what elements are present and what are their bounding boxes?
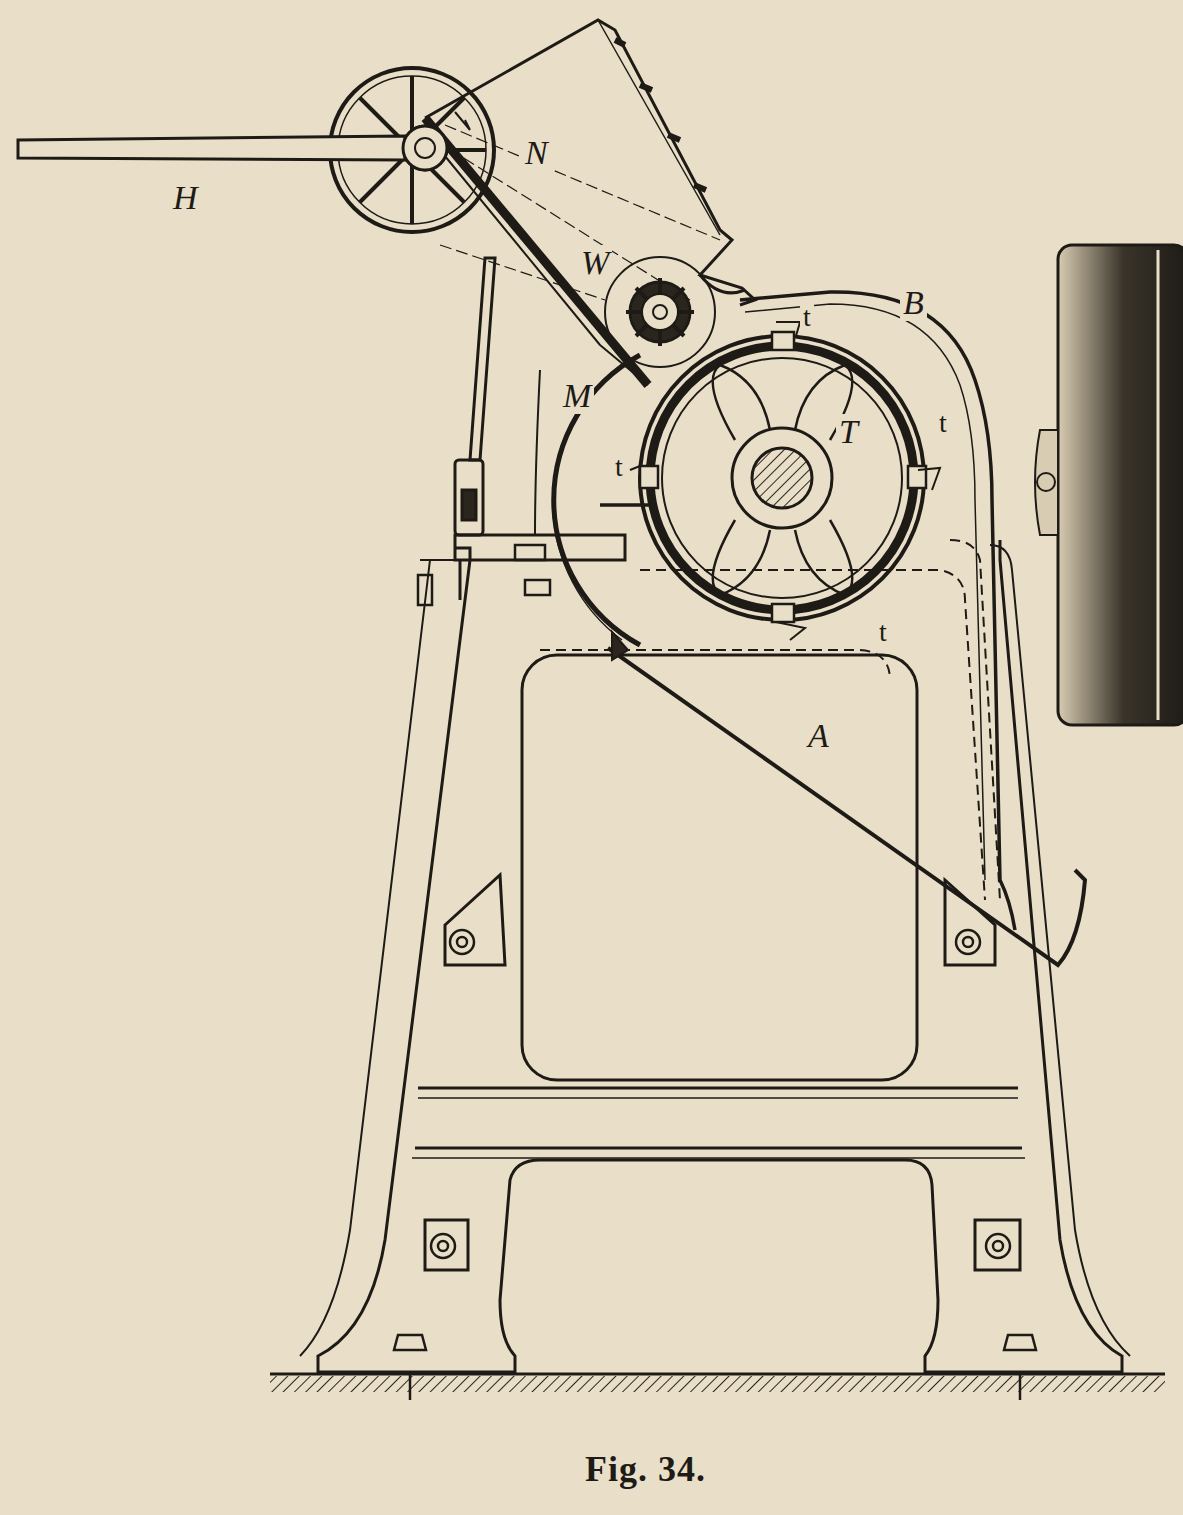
drawing-part (435, 140, 690, 300)
drawing-part (535, 370, 540, 535)
drawing-part (772, 332, 794, 350)
drawing-part (1019, 1372, 1022, 1400)
part-label: t (936, 408, 950, 438)
drawing-part (986, 1234, 1010, 1258)
drawing-part (455, 535, 625, 560)
drawing-part (713, 365, 853, 595)
drawing-part (1058, 245, 1183, 725)
drive-pulley (1035, 245, 1183, 725)
drawing-part (626, 278, 694, 346)
drawing-part (975, 1220, 1020, 1270)
drawing-part (653, 305, 667, 319)
handwheel (18, 68, 494, 232)
drawing-part (425, 118, 648, 385)
drawing-part (418, 575, 432, 605)
drawing-part (425, 1220, 468, 1270)
machine-frame (300, 535, 1130, 1372)
drawing-part (403, 126, 447, 170)
part-label: t (800, 302, 814, 332)
drawing-part (455, 460, 483, 535)
drawing-part (1037, 473, 1055, 491)
drawing-part (636, 288, 684, 336)
drawing-part (612, 632, 628, 660)
drawing-part (270, 1376, 1165, 1392)
drawing-part (415, 138, 435, 158)
part-label: W (578, 245, 612, 281)
drawing-part (455, 112, 470, 130)
drawing-part (457, 937, 467, 947)
floor (270, 1374, 1165, 1392)
drawing-part (522, 655, 917, 1080)
drawing-part (956, 930, 980, 954)
drawing-part (554, 355, 640, 645)
drawing-part (1035, 430, 1058, 535)
part-label: N (522, 135, 551, 171)
drawing-part (431, 1234, 455, 1258)
part-label: t (612, 452, 626, 482)
drawing-part (409, 1372, 412, 1400)
drawing-part (412, 1157, 1025, 1159)
lever-rod (455, 258, 540, 535)
drawing-part (553, 360, 628, 640)
drawing-part (394, 1335, 1036, 1350)
part-label: t (876, 617, 890, 647)
drawing-part (630, 322, 940, 640)
drawing-part (418, 1087, 1018, 1090)
drawing-part (403, 126, 447, 170)
drawing-part (615, 40, 706, 190)
drawing-part (642, 294, 678, 330)
drawing-part (445, 875, 505, 965)
drawing-part (640, 466, 658, 488)
drawing-part (598, 20, 720, 235)
drawing-part (732, 428, 832, 528)
drawing-part (18, 136, 405, 160)
drawing-part (608, 648, 1085, 965)
drawing-part (450, 930, 474, 954)
drawing-part (752, 448, 812, 508)
drawing-part (662, 358, 902, 598)
drawing-part (636, 288, 684, 336)
feed-roller (605, 257, 715, 367)
part-label: H (170, 180, 201, 216)
drawing-part (605, 257, 715, 367)
drawing-part (650, 346, 914, 610)
bolts (394, 545, 1036, 1400)
drawing-part (515, 545, 550, 595)
discharge-chute (608, 632, 1085, 965)
part-label: T (836, 414, 861, 450)
housing-cover (553, 292, 1015, 930)
part-label: B (900, 285, 927, 321)
part-label: M (560, 378, 594, 414)
drawing-part (640, 336, 924, 620)
drawing-part (963, 937, 973, 947)
drawing-part (1157, 250, 1160, 720)
figure-caption: Fig. 34. (585, 1448, 706, 1490)
beater-drum (630, 322, 940, 640)
drawing-part (772, 604, 794, 622)
drawing-part (459, 560, 462, 600)
drawing-part (993, 1241, 1003, 1251)
part-label: A (805, 718, 832, 754)
drawing-part (440, 150, 648, 385)
drawing-part (415, 1147, 1022, 1150)
drawing-part (470, 258, 495, 460)
drawing-part (642, 294, 678, 330)
drawing-part (425, 20, 755, 305)
drawing-part (462, 490, 476, 520)
drawing-part (438, 1241, 448, 1251)
drawing-part (418, 1097, 1018, 1099)
drawing-part (318, 540, 1122, 1372)
